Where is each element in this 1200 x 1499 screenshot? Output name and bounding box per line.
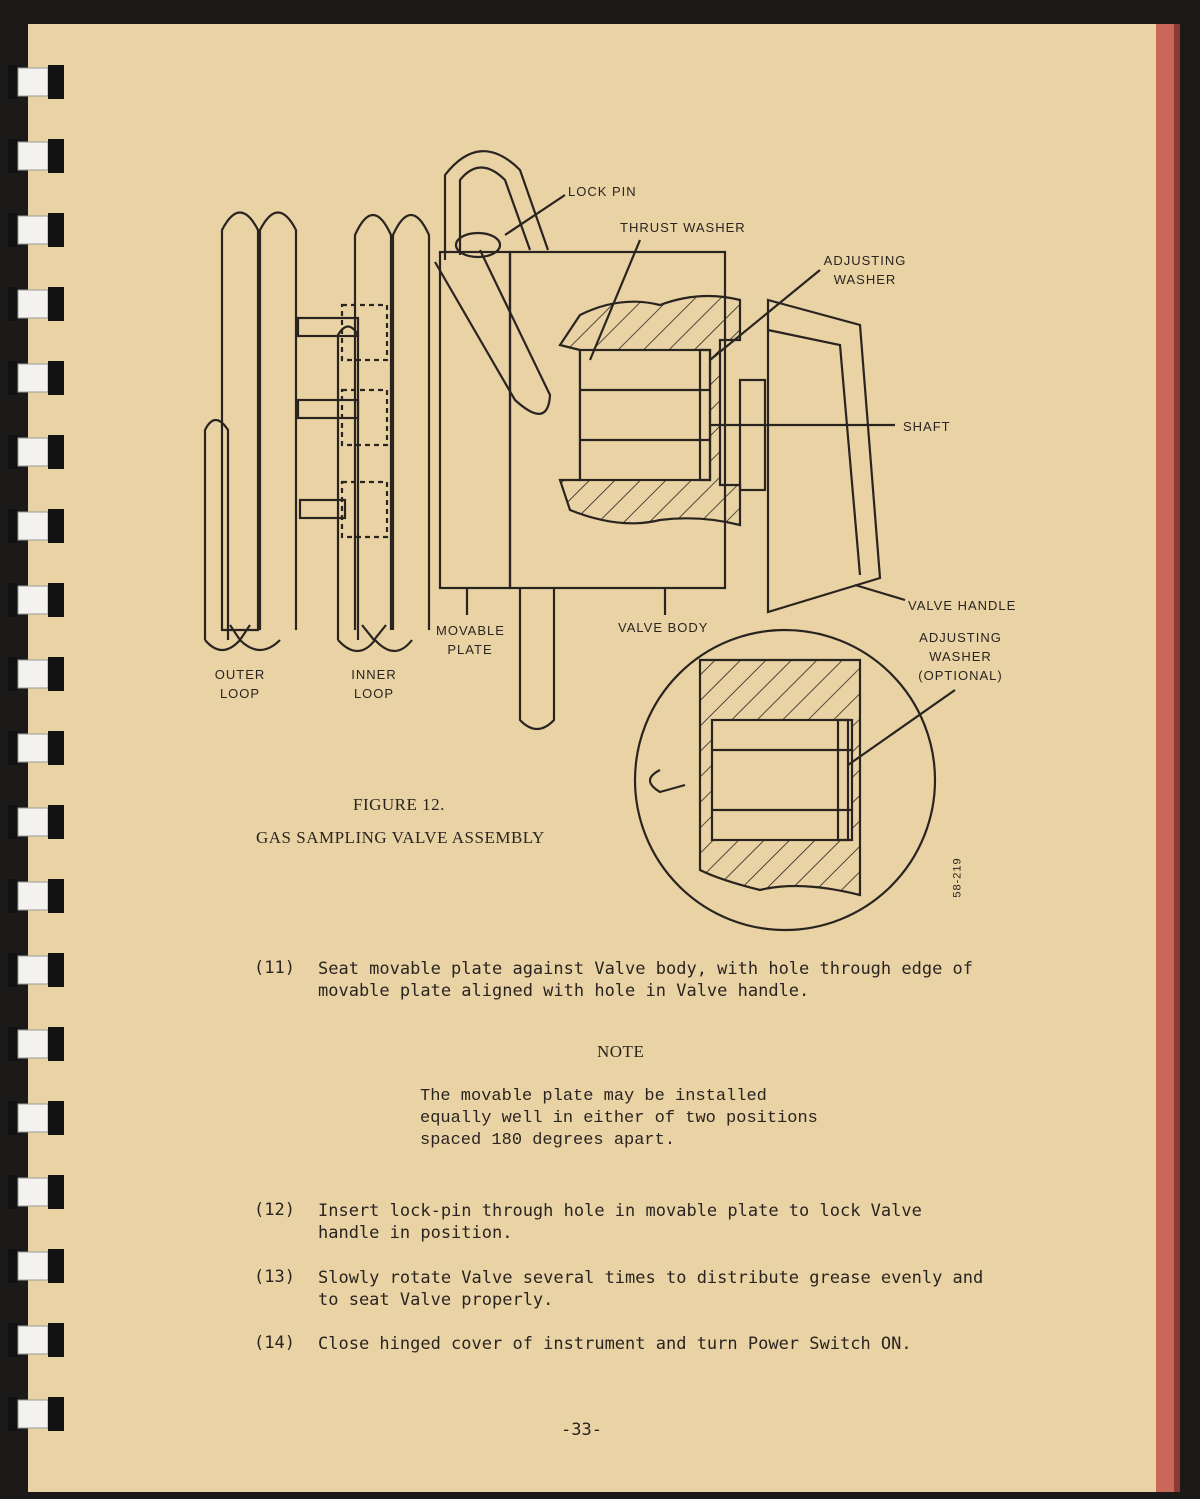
movable-plate-shape — [438, 250, 512, 590]
binding-ring — [4, 432, 66, 472]
step-number: (13) — [254, 1267, 295, 1287]
binding-ring — [4, 876, 66, 916]
label-movable-plate: MOVABLE PLATE — [436, 623, 505, 657]
binding-ring — [4, 1246, 66, 1286]
binding-ring — [4, 284, 66, 324]
figure-title: GAS SAMPLING VALVE ASSEMBLY — [256, 828, 545, 847]
label-lock-pin: LOCK PIN — [568, 184, 637, 199]
label-shaft: SHAFT — [903, 419, 951, 434]
binding-ring — [4, 728, 66, 768]
step-text: Slowly rotate Valve several times to dis… — [318, 1268, 984, 1310]
binding-ring — [4, 580, 66, 620]
page-edge-shadow — [1174, 24, 1180, 1492]
label-adjusting-washer: ADJUSTING WASHER — [823, 253, 907, 287]
step-number: (11) — [254, 958, 295, 978]
detail-circle — [633, 628, 937, 932]
document-page — [28, 24, 1160, 1492]
binding-ring — [4, 210, 66, 250]
note-text: The movable plate may be installed equal… — [420, 1087, 818, 1150]
binding-ring — [4, 358, 66, 398]
binding-ring — [4, 1098, 66, 1138]
binding-ring — [4, 136, 66, 176]
binding-ring — [4, 62, 66, 102]
binding-ring — [4, 1394, 66, 1434]
valve-handle-shape — [766, 298, 882, 614]
label-adjusting-washer-optional: ADJUSTING WASHER (OPTIONAL) — [918, 630, 1003, 683]
valve-body-shape — [508, 250, 727, 731]
binding-ring — [4, 1172, 66, 1212]
shaft-section — [558, 294, 767, 527]
figure-number: FIGURE 12. — [353, 795, 445, 814]
label-inner-loop: INNER LOOP — [351, 667, 397, 701]
step-text: Close hinged cover of instrument and tur… — [318, 1334, 912, 1354]
label-valve-handle: VALVE HANDLE — [908, 598, 1017, 613]
drawing-number: 58-219 — [951, 857, 964, 898]
binding-ring — [4, 1320, 66, 1360]
step-number: (12) — [254, 1200, 295, 1220]
binding-ring — [4, 950, 66, 990]
label-thrust-washer: THRUST WASHER — [620, 220, 746, 235]
inner-loop-tubes — [296, 214, 431, 653]
binding-ring — [4, 1024, 66, 1064]
step-number: (14) — [254, 1333, 295, 1353]
label-outer-loop: OUTER LOOP — [214, 667, 266, 701]
label-valve-body: VALVE BODY — [618, 620, 709, 635]
binding-ring — [4, 506, 66, 546]
binding-ring — [4, 802, 66, 842]
lock-pin-shape — [434, 150, 552, 415]
page-edge — [1156, 24, 1174, 1492]
leader-arrows — [229, 194, 956, 766]
binding-ring — [4, 654, 66, 694]
page-number: -33- — [561, 1420, 602, 1440]
note-title: NOTE — [597, 1042, 645, 1061]
step-text: Insert lock-pin through hole in movable … — [318, 1201, 922, 1243]
step-text: Seat movable plate against Valve body, w… — [318, 959, 974, 1001]
outer-loop-tubes — [203, 211, 298, 652]
